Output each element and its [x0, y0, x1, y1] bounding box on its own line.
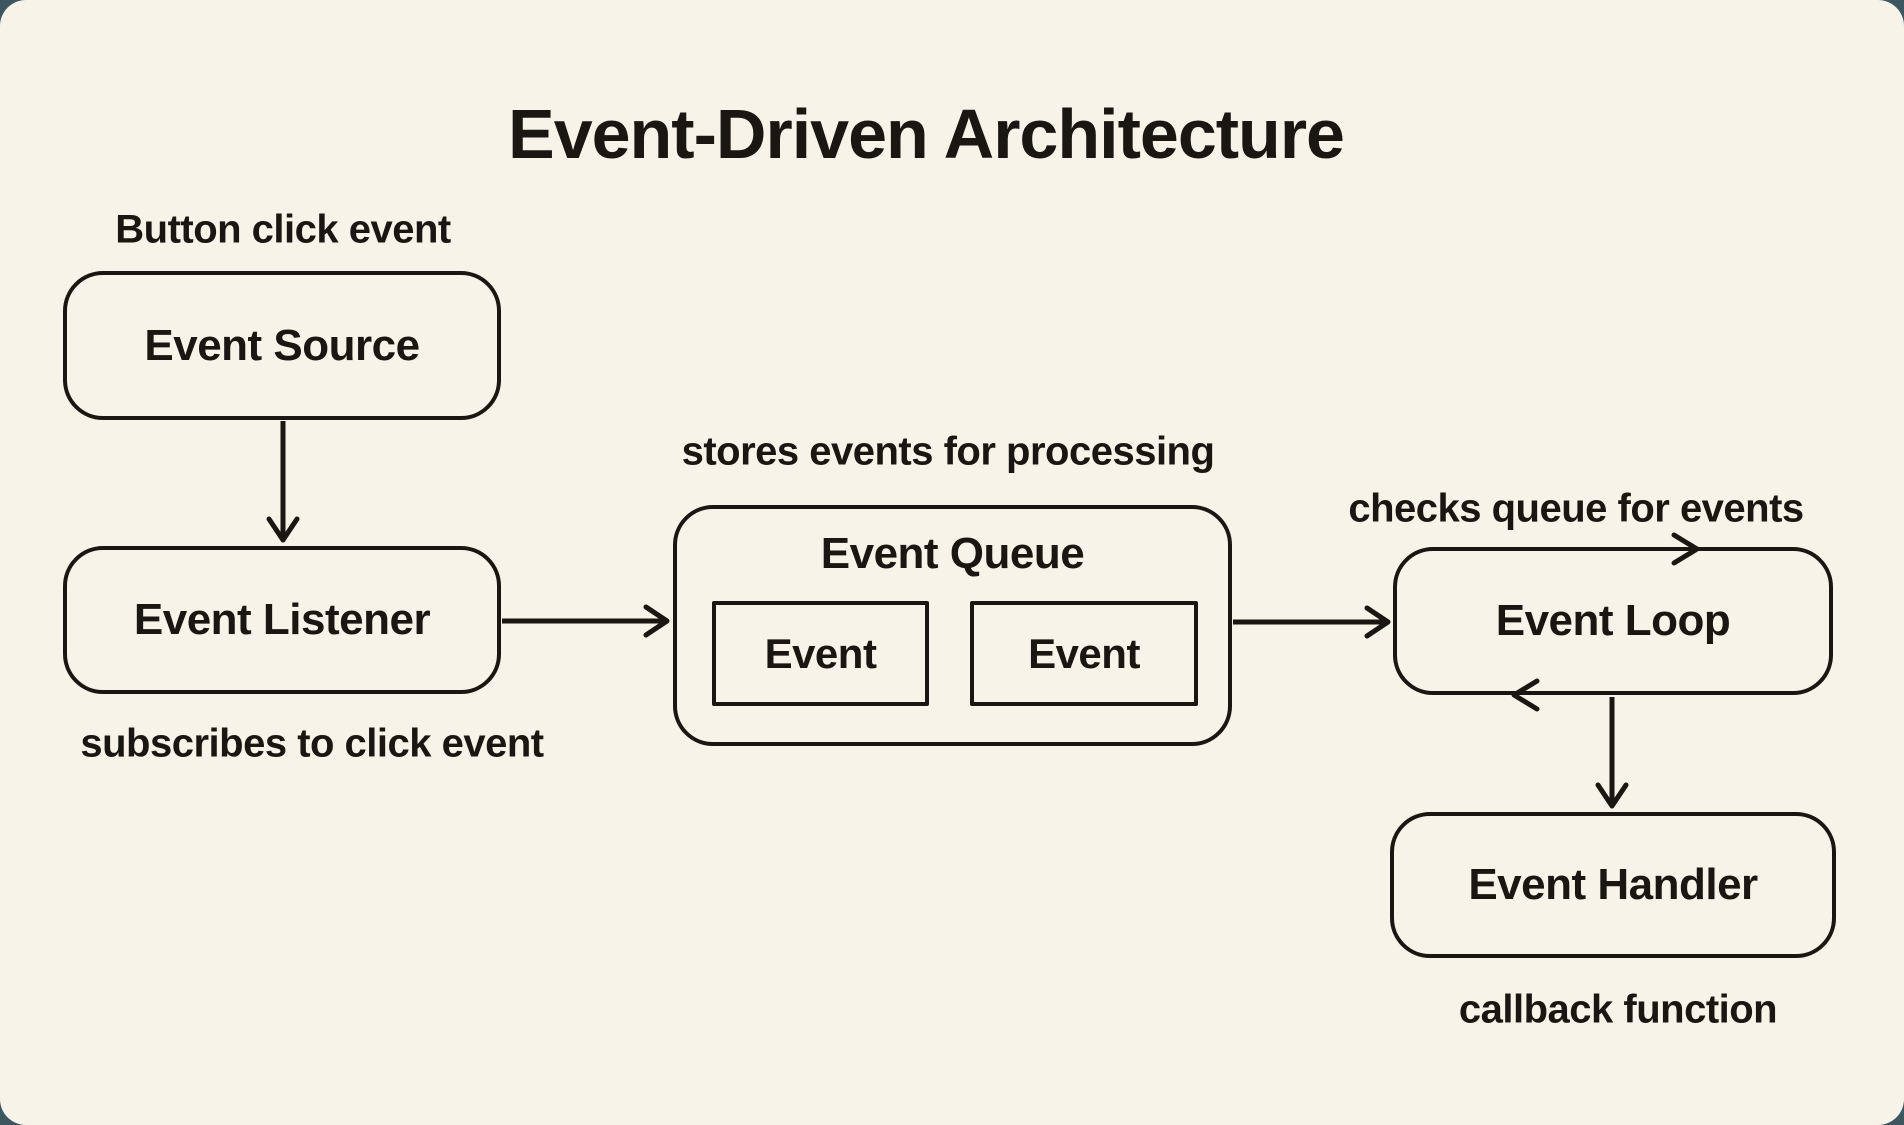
annotation-stores-events-for-processing: stores events for processing — [681, 429, 1215, 474]
node-event-queue: Event Queue Event Event — [673, 505, 1232, 746]
annotation-callback-function: callback function — [1458, 987, 1778, 1032]
queue-event-item: Event — [712, 601, 929, 706]
queue-event-item-label: Event — [764, 629, 877, 677]
node-event-loop: Event Loop — [1393, 547, 1833, 695]
annotation-checks-queue-for-events: checks queue for events — [1348, 486, 1804, 531]
node-event-handler: Event Handler — [1390, 812, 1836, 958]
queue-event-item-label: Event — [1028, 629, 1140, 677]
node-event-listener-label: Event Listener — [133, 595, 431, 644]
diagram-title: Event-Driven Architecture — [508, 95, 1345, 173]
node-event-handler-label: Event Handler — [1468, 860, 1758, 909]
annotation-subscribes-to-click-event: subscribes to click event — [80, 721, 544, 766]
node-event-loop-label: Event Loop — [1495, 596, 1731, 645]
node-event-queue-label: Event Queue — [820, 529, 1085, 578]
node-event-source: Event Source — [63, 271, 501, 420]
queue-event-item: Event — [970, 601, 1198, 706]
node-event-source-label: Event Source — [144, 320, 420, 370]
annotation-button-click-event: Button click event — [115, 207, 451, 252]
node-event-listener: Event Listener — [63, 546, 501, 694]
